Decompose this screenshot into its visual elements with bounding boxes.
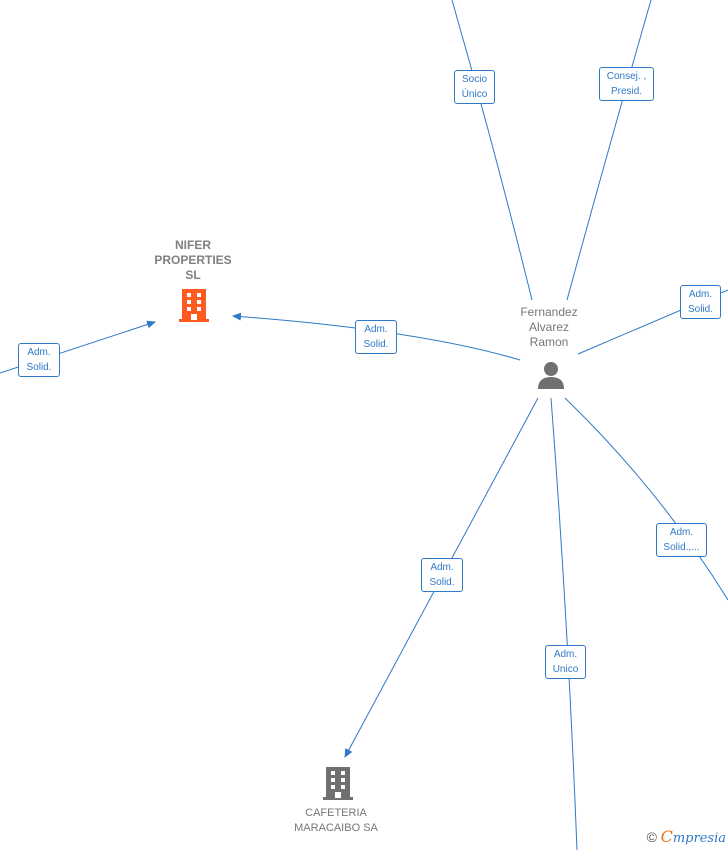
relation-adm-unico[interactable]: Adm. Unico	[545, 645, 586, 679]
label-line: CAFETERIA	[305, 807, 367, 819]
edge-person-right-lower	[564, 397, 728, 601]
empresia-watermark: © Cmpresia	[647, 827, 726, 846]
relation-line: Solid.,...	[663, 542, 700, 553]
label-line: MARACAIBO SA	[294, 822, 378, 834]
label-line: PROPERTIES	[154, 253, 232, 267]
company-nifer-label[interactable]: NIFER PROPERTIES SL	[143, 238, 243, 283]
relation-line: Adm.	[553, 649, 578, 660]
brand-name: mpresia	[672, 831, 726, 846]
edge-adm-unico	[550, 397, 578, 850]
edge-person-to-nifer	[232, 312, 521, 361]
relation-line: Solid.	[26, 362, 52, 373]
building-icon[interactable]	[178, 287, 210, 323]
relation-line: Adm.	[27, 347, 51, 358]
relation-line: Unico	[552, 664, 579, 675]
label-line: Fernandez	[520, 305, 578, 319]
person-fernandez-label[interactable]: Fernandez Alvarez Ramon	[499, 305, 599, 350]
brand-initial: C	[660, 827, 673, 846]
relation-line: Presid.	[610, 86, 643, 97]
relation-adm-solid-left[interactable]: Adm. Solid.	[18, 343, 60, 377]
relation-line: Solid.	[687, 304, 713, 315]
relation-line: Adm.	[669, 527, 694, 538]
copyright-symbol: ©	[646, 829, 657, 845]
relation-line: Único	[461, 89, 488, 100]
relation-adm-solid-cafeteria[interactable]: Adm. Solid.	[421, 558, 463, 592]
edge-consej-presid	[566, 0, 652, 301]
label-line: NIFER	[175, 238, 211, 252]
building-icon[interactable]	[322, 765, 354, 801]
relation-line: Consej. ,	[606, 71, 647, 82]
relation-line: Solid.	[363, 339, 389, 350]
label-line: Alvarez	[528, 320, 569, 334]
label-line: Ramon	[529, 335, 569, 349]
relation-line: Adm.	[364, 324, 388, 335]
company-cafeteria-label[interactable]: CAFETERIA MARACAIBO SA	[276, 806, 396, 836]
person-icon[interactable]	[536, 360, 566, 390]
relation-socio-unico[interactable]: Socio Único	[454, 70, 495, 104]
relation-consej-presid[interactable]: Consej. , Presid.	[599, 67, 654, 101]
relation-line: Solid.	[429, 577, 455, 588]
relation-line: Adm.	[430, 562, 454, 573]
relation-adm-solid-nifer[interactable]: Adm. Solid.	[355, 320, 397, 354]
relation-line: Socio	[461, 74, 487, 85]
relation-line: Adm.	[688, 289, 713, 300]
relation-adm-solid-right[interactable]: Adm. Solid.	[680, 285, 721, 319]
relation-adm-solid-more[interactable]: Adm. Solid.,...	[656, 523, 707, 557]
edge-socio-unico	[451, 0, 533, 301]
label-line: SL	[185, 268, 201, 282]
